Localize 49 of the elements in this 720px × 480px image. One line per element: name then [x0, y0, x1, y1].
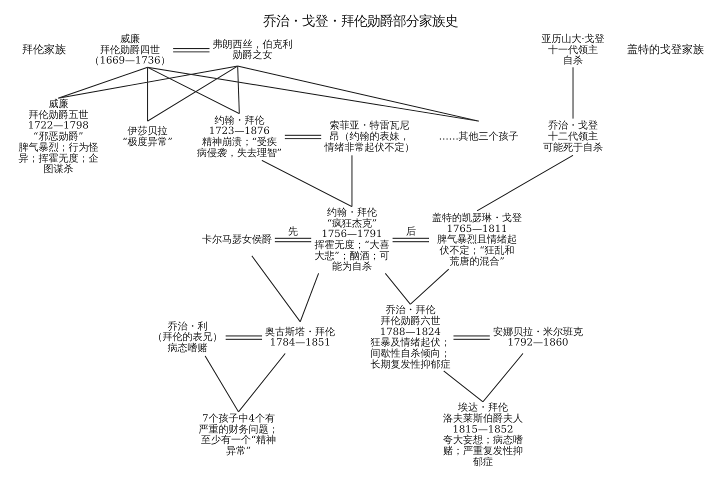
- node-text: 乔治・利 （拜伦的表兄） 病态嗜赌: [152, 321, 222, 354]
- node-text: 亚历山大·戈登 十一代领主 自杀: [540, 34, 604, 67]
- connector: [58, 66, 238, 99]
- edge-label: 先: [288, 226, 298, 238]
- connector: [442, 370, 483, 402]
- node-text: 盖特的凯瑟琳・戈登 1765—1811 脾气暴烈且情绪起伏不定；“狂乱和荒唐的混合”: [432, 212, 522, 268]
- connector: [572, 67, 574, 119]
- node-text: 威廉 拜伦勋爵五世 1722—1798 “邪恶勋爵” 脾气暴烈；行为怪异；挥霍无度；企图谋杀: [18, 99, 98, 176]
- node-text: 弗朗西丝，伯克利勋爵之女: [212, 39, 292, 62]
- node-text: 乔治・戈登 十二代领主 可能死于自杀: [542, 120, 603, 154]
- node-text: 奥古斯塔・拜伦 1784—1851: [264, 326, 335, 349]
- edge-label: 后: [405, 226, 416, 238]
- connector: [238, 353, 286, 412]
- connector: [452, 335, 490, 340]
- connector: [146, 67, 148, 122]
- label: 盖特的戈登家族: [626, 43, 704, 56]
- connector: [476, 154, 573, 212]
- connector: [384, 273, 410, 305]
- connector: [261, 160, 352, 208]
- connector: [237, 66, 478, 122]
- node-text: ……其他三个孩子: [438, 132, 518, 143]
- node-text: 约翰・拜伦 1723—1876 精神崩溃；“受疾病侵袭，失去理智”: [196, 115, 282, 159]
- connector: [250, 256, 300, 322]
- node-text: 伊莎贝拉 “极度异常”: [122, 126, 172, 148]
- connector: [146, 66, 478, 122]
- node-text: 7个孩子中4个有严重的财务问题；至少有一个“精神异常”: [198, 414, 278, 458]
- connector: [409, 268, 449, 305]
- node-text: 安娜贝拉・米尔班克 1792—1860: [492, 326, 582, 349]
- connector: [146, 66, 240, 114]
- node-text: 卡尔马瑟女侯爵: [201, 234, 272, 246]
- connector: [299, 273, 319, 322]
- node-text: 约翰・拜伦 “疯狂杰克” 1756—1791 挥霍无度；“大喜大悲”；酗酒；可能为自杀: [314, 207, 390, 273]
- node-text: 乔治・拜伦 拜伦勋爵六世 1788—1824 狂暴及情绪起伏；间歇性自杀倾向；长期复发性抑郁症: [370, 305, 450, 370]
- connector: [392, 238, 429, 242]
- node-text: 索菲亚・特雷瓦尼昂（约翰的表妹，情绪非常起伏不定）: [324, 120, 414, 154]
- connector: [58, 66, 148, 99]
- connector: [172, 48, 209, 52]
- connector: [284, 134, 321, 140]
- connector: [236, 66, 240, 114]
- connector: [350, 155, 352, 207]
- connector: [204, 356, 238, 412]
- connector: [274, 238, 311, 242]
- connector: [225, 335, 262, 340]
- connector: [146, 66, 238, 122]
- label: 拜伦家族: [22, 43, 66, 56]
- diagram-title: 乔治・戈登・拜伦勋爵部分家族史: [262, 14, 458, 30]
- node-text: 威廉 拜伦勋爵四世 （1669—1736）: [89, 34, 170, 67]
- connector: [482, 353, 523, 402]
- node-text: 埃达・拜伦 洛夫莱斯伯爵夫人 1815—1852 夸大妄想；病态嗜赌；严重复发性抑郁症: [442, 402, 522, 468]
